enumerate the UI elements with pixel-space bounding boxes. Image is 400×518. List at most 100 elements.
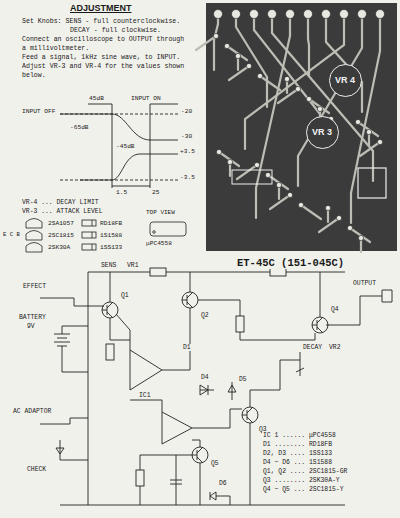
- graph-label: INPUT OFF: [22, 108, 55, 115]
- parts-list-row: Q3 ........ 2SK30A-Y: [262, 477, 341, 484]
- pcb-pad: [336, 215, 341, 220]
- pcb-pad: [340, 10, 349, 19]
- part-label: D5: [238, 376, 248, 383]
- part-label: OUTPUT: [352, 280, 377, 287]
- pcb-trace: [237, 165, 257, 179]
- pcb-trace: [196, 36, 216, 50]
- adjust-note: below.: [22, 72, 46, 80]
- pcb-pad: [355, 119, 360, 124]
- pcb-trace: [214, 14, 218, 70]
- parts-list-row: Q4 ~ Q5 ... 2SC1815-Y: [262, 486, 345, 493]
- pcb-pad: [377, 139, 382, 144]
- parts-list-row: D2, D3 .... 1SS133: [262, 450, 333, 457]
- transistor-leads: [182, 292, 193, 308]
- graph-label: -30: [181, 133, 192, 140]
- pcb-pad: [366, 129, 371, 134]
- adjust-note: Set Knobs: SENS - full counterclockwise.: [22, 18, 180, 26]
- pcb-pad: [317, 106, 322, 111]
- pinout-label: 2SK30A: [48, 244, 70, 251]
- pcb-pad: [254, 162, 259, 167]
- pcb-pad: [214, 10, 223, 19]
- pcb-pad: [227, 159, 232, 164]
- pcb-pad: [306, 96, 311, 101]
- pcb-trace: [319, 218, 339, 232]
- transistor-symbol: [242, 407, 258, 423]
- adjust-note: Adjust VR-3 and VR-4 for the values show…: [22, 63, 184, 71]
- graph-label: VR-4 ... DECAY LIMIT: [22, 199, 99, 206]
- pot-label: VR 4: [335, 75, 355, 85]
- pcb-pad: [250, 10, 259, 19]
- pcb-pad: [376, 10, 385, 19]
- pcb-trace: [227, 46, 247, 60]
- pcb-trace: [298, 14, 362, 186]
- pcb-trace: [360, 142, 380, 156]
- pcb-pad: [358, 10, 367, 19]
- parts-list-row: D4 ~ D6 ... 1S1588: [262, 459, 333, 466]
- pcb-trace: [236, 14, 267, 107]
- transistor-symbol: [192, 447, 208, 463]
- pcb-trace: [308, 14, 309, 75]
- part-label: D1: [182, 344, 192, 351]
- graph-label: INPUT ON: [130, 95, 162, 102]
- pcb-trace: [350, 228, 370, 242]
- part-label: VR2: [328, 344, 342, 351]
- pcb-trace: [260, 76, 280, 90]
- part-label: Q2: [200, 312, 210, 319]
- part-label: AC ADAPTOR: [12, 408, 52, 415]
- part-label: Q1: [120, 292, 130, 299]
- graph-label: 1.5: [116, 189, 127, 196]
- pcb-pad: [257, 73, 262, 78]
- parts-list-row: IC 1 ...... μPC4558: [262, 432, 337, 439]
- model-title: ET-45C (151-045C): [236, 257, 345, 269]
- pcb-pad: [284, 76, 289, 81]
- pcb-trace: [219, 152, 239, 166]
- transistor-symbol: [182, 292, 198, 308]
- part-label: Q4: [330, 306, 340, 313]
- trim-pot: VR 4: [329, 64, 362, 97]
- graph-label: -45dB: [115, 143, 136, 150]
- pinout-label: E C B: [3, 232, 20, 238]
- trim-pot: VR 3: [306, 116, 339, 149]
- part-label: 9V: [26, 323, 36, 330]
- adjust-note: a millivoltmeter.: [22, 45, 89, 53]
- pcb-trace: [268, 175, 288, 189]
- part-label: Q5: [210, 460, 220, 467]
- graph-label: 45dB: [88, 95, 105, 102]
- part-label: IC1: [138, 392, 152, 399]
- pcb-trace: [358, 122, 378, 136]
- pcb-pad: [235, 53, 240, 58]
- pcb-trace: [278, 89, 298, 103]
- part-label: D6: [218, 480, 228, 487]
- pcb-trace: [229, 66, 249, 80]
- pcb-pad: [216, 149, 221, 154]
- pinout-label: μPC4558: [146, 240, 172, 247]
- part-label: D4: [200, 374, 210, 381]
- graph-label: 25: [152, 189, 159, 196]
- pinout-label: RD18FB: [100, 220, 122, 227]
- pcb-pad: [276, 182, 281, 187]
- pinout-label: TOP VIEW: [146, 210, 175, 217]
- transistor-leads: [102, 302, 113, 318]
- adjust-note: Feed a signal, 1kHz sine wave, to INPUT.: [22, 54, 180, 62]
- graph-label: +3.5: [180, 148, 195, 155]
- part-label: DECAY: [302, 344, 323, 351]
- adjust-note: Connect an oscilloscope to OUTPUT throug…: [22, 36, 184, 44]
- transistor-leads: [192, 447, 203, 463]
- pinout-symbols: [26, 219, 186, 253]
- part-label: EFFECT: [22, 283, 47, 290]
- pcb-pad: [246, 63, 251, 68]
- pinout-label: 1S1588: [100, 232, 122, 239]
- pcb-pad: [295, 86, 300, 91]
- transistor-leads: [242, 407, 253, 423]
- pcb-pad: [347, 225, 352, 230]
- pcb-trace: [309, 99, 329, 113]
- pcb-trace: [256, 14, 290, 218]
- pcb-pad: [325, 205, 330, 210]
- pcb-pad: [232, 10, 241, 19]
- pcb-pad: [286, 10, 295, 19]
- pcb-pad: [322, 10, 331, 19]
- pot-label: VR 3: [312, 127, 332, 137]
- response-graph: [60, 104, 178, 188]
- pinout-label: 2SC1815: [48, 232, 74, 239]
- transistor-symbol: [312, 317, 328, 333]
